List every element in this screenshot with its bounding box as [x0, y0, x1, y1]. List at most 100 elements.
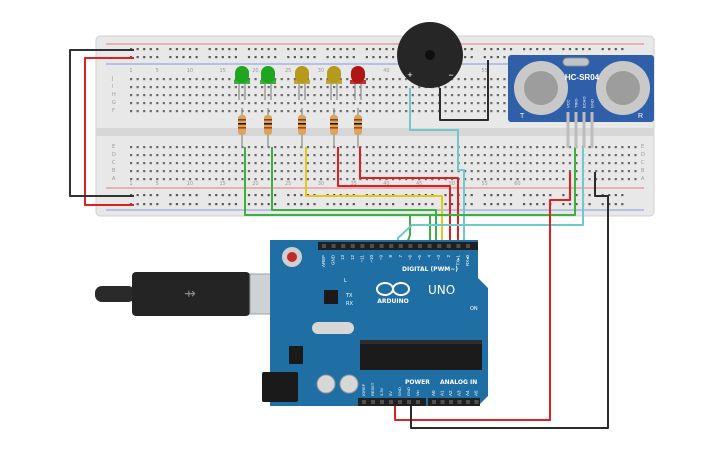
- breadboard-row-letter: B: [112, 168, 116, 174]
- breadboard-hole: [411, 102, 414, 105]
- breadboard-hole: [326, 203, 329, 206]
- breadboard-hole: [405, 78, 408, 81]
- breadboard-hole: [581, 48, 585, 51]
- analog-pin-label: A3: [457, 390, 462, 396]
- breadboard-hole: [202, 110, 205, 113]
- breadboard-hole: [411, 154, 414, 157]
- breadboard-hole: [149, 102, 152, 105]
- breadboard-hole: [333, 162, 336, 165]
- breadboard-hole: [247, 102, 251, 105]
- breadboard-hole: [254, 78, 257, 81]
- breadboard-hole: [477, 178, 480, 181]
- breadboard-hole: [149, 110, 152, 113]
- breadboard-hole: [208, 86, 211, 89]
- breadboard-hole: [339, 162, 342, 165]
- breadboard-hole: [385, 102, 388, 105]
- breadboard-hole: [254, 170, 257, 173]
- breadboard-hole: [614, 162, 617, 165]
- breadboard-column-number: 25: [285, 181, 291, 187]
- breadboard-hole: [378, 178, 382, 181]
- breadboard-hole: [293, 194, 296, 197]
- digital-pin-label: GND: [331, 254, 336, 265]
- breadboard-hole: [182, 154, 185, 157]
- breadboard-hole: [483, 203, 486, 206]
- breadboard-hole: [339, 178, 342, 181]
- breadboard-hole: [470, 154, 473, 157]
- breadboard-hole: [392, 162, 395, 165]
- breadboard-hole: [274, 154, 277, 157]
- breadboard-hole: [470, 146, 473, 149]
- digital-pin-socket: [437, 244, 442, 248]
- breadboard-hole: [149, 48, 152, 51]
- breadboard-hole: [431, 203, 434, 206]
- breadboard-hole: [411, 146, 414, 149]
- breadboard-hole: [608, 194, 611, 197]
- resistor-band: [238, 127, 246, 129]
- breadboard-hole: [608, 162, 611, 165]
- breadboard-hole: [424, 154, 427, 157]
- breadboard-hole: [326, 154, 329, 157]
- breadboard-hole: [208, 170, 211, 173]
- breadboard-hole: [529, 170, 532, 173]
- breadboard-row-letter: C: [112, 160, 116, 166]
- usb-cable-plug: [132, 272, 250, 316]
- breadboard-hole: [503, 162, 506, 165]
- breadboard-hole: [293, 203, 296, 206]
- breadboard-hole: [385, 56, 388, 59]
- breadboard-hole: [208, 203, 211, 206]
- breadboard-hole: [149, 162, 152, 165]
- breadboard-hole: [503, 94, 506, 97]
- breadboard-hole: [503, 56, 506, 59]
- sensor-model-label: HC-SR04: [565, 73, 600, 82]
- breadboard-hole: [247, 170, 251, 173]
- digital-pin-label: TX▸1: [455, 255, 460, 266]
- breadboard-hole: [503, 78, 506, 81]
- breadboard-hole: [490, 94, 493, 97]
- breadboard-hole: [261, 170, 264, 173]
- breadboard-hole: [208, 56, 211, 59]
- breadboard-hole: [208, 154, 211, 157]
- breadboard-hole: [437, 170, 441, 173]
- breadboard-hole: [483, 146, 486, 149]
- breadboard-hole: [464, 170, 467, 173]
- resistor-band: [238, 123, 246, 125]
- breadboard-hole: [392, 78, 395, 81]
- breadboard-hole: [516, 154, 519, 157]
- breadboard-hole: [339, 110, 342, 113]
- breadboard-hole: [431, 154, 434, 157]
- wire-vcc-red: [394, 172, 571, 421]
- breadboard-hole: [424, 203, 427, 206]
- breadboard-hole: [477, 170, 480, 173]
- breadboard-hole: [365, 146, 368, 149]
- breadboard-hole: [221, 146, 224, 149]
- breadboard-hole: [365, 154, 368, 157]
- breadboard-hole: [326, 78, 329, 81]
- breadboard-hole: [392, 154, 395, 157]
- breadboard-hole: [188, 162, 192, 165]
- breadboard-hole: [306, 154, 310, 157]
- breadboard-hole: [542, 178, 545, 181]
- power-pin-socket: [407, 400, 411, 404]
- breadboard-hole: [450, 154, 454, 157]
- breadboard-hole: [215, 78, 218, 81]
- breadboard-hole: [254, 86, 257, 89]
- breadboard-hole: [169, 170, 172, 173]
- breadboard-hole: [241, 162, 244, 165]
- breadboard-hole: [247, 178, 251, 181]
- breadboard-hole: [202, 170, 205, 173]
- breadboard-hole: [215, 56, 218, 59]
- breadboard-hole: [523, 178, 526, 181]
- breadboard-hole: [287, 203, 290, 206]
- breadboard-hole: [529, 203, 532, 206]
- breadboard-hole: [156, 146, 159, 149]
- breadboard-hole: [352, 162, 355, 165]
- breadboard-hole: [287, 110, 290, 113]
- breadboard-hole: [202, 178, 205, 181]
- breadboard-hole: [378, 94, 382, 97]
- breadboard-hole: [575, 178, 578, 181]
- breadboard-hole: [464, 146, 467, 149]
- breadboard-hole: [274, 78, 277, 81]
- breadboard-hole: [378, 154, 382, 157]
- breadboard-hole: [424, 162, 427, 165]
